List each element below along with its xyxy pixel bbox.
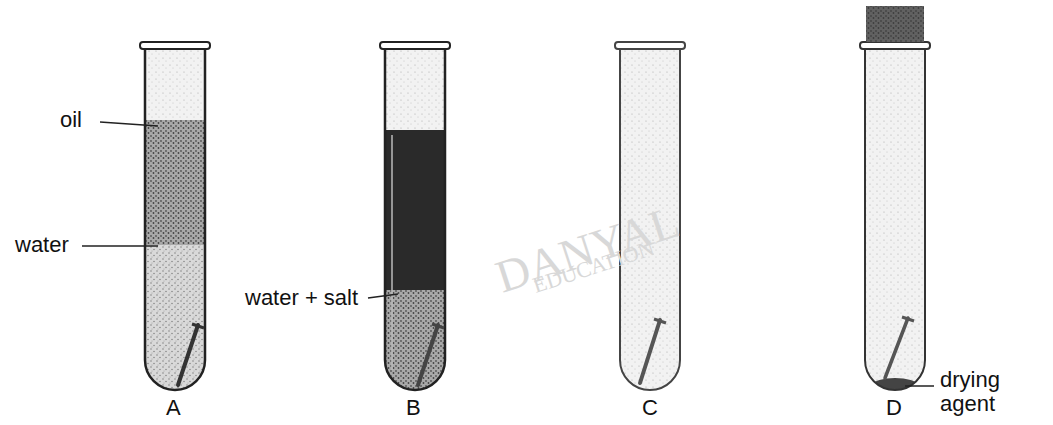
tube-letter: B <box>406 396 421 420</box>
part-label: water + salt <box>245 286 358 310</box>
part-label: drying agent <box>940 368 1020 416</box>
tube-letter: A <box>166 396 181 420</box>
tube-letter: D <box>886 396 902 420</box>
part-label: water <box>15 233 69 257</box>
part-label: oil <box>60 108 82 132</box>
tube-letter: C <box>642 396 658 420</box>
